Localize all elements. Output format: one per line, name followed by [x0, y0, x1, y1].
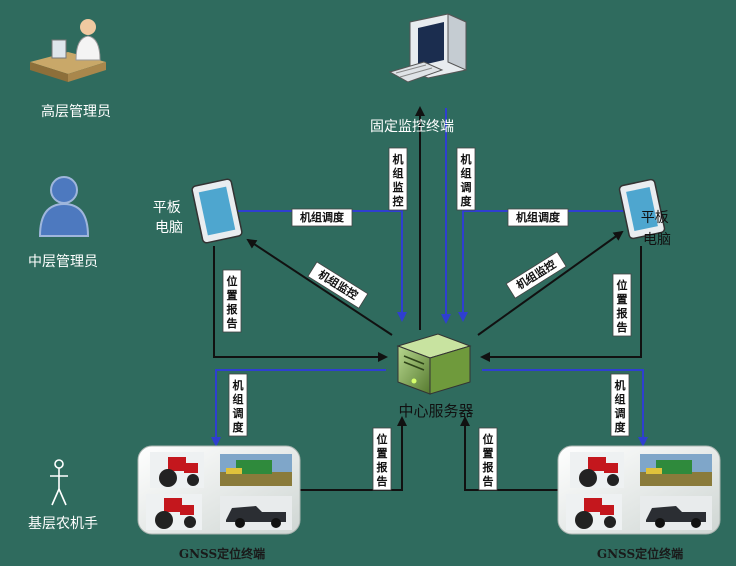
- arrow-right-tablet-report: [480, 246, 642, 362]
- edge-tag-unit-monitor: 机组监控: [505, 251, 567, 299]
- arrow-left-tablet-report: [213, 246, 388, 362]
- right-tablet-icon: [618, 178, 666, 240]
- left-tablet-label-line2: 电脑: [155, 220, 183, 236]
- tractor-icon: [566, 494, 622, 530]
- middle-admin-label: 中层管理员: [28, 254, 98, 270]
- tractor-icon: [570, 452, 624, 488]
- right-gnss-box: [557, 445, 721, 535]
- edge-tag-unit-dispatch: 机组调度: [228, 373, 248, 437]
- edge-tag-unit-dispatch: 机组调度: [456, 147, 476, 211]
- edge-tag-text: 机组调度: [233, 378, 245, 434]
- senior-admin-icon: [30, 19, 106, 82]
- arrow-server-dispatch-right-gnss: [482, 369, 648, 447]
- arrow-right-tablet-dispatch: [458, 210, 625, 322]
- right-gnss-label: GNSS定位终端: [597, 546, 683, 561]
- base-operator-label: 基层农机手: [28, 515, 98, 532]
- left-gnss-box: [137, 445, 301, 535]
- left-gnss-label: GNSS定位终端: [179, 546, 265, 561]
- arrow-right-gnss-report: [460, 416, 558, 491]
- edge-tag-text: 位置报告: [617, 278, 629, 334]
- right-tablet-label-line1: 平板: [641, 210, 669, 226]
- left-tablet-icon: [191, 178, 243, 244]
- right-tablet-label-line2: 电脑: [643, 232, 671, 248]
- edge-tag-unit-dispatch: 机组调度: [610, 373, 630, 437]
- edge-tag-text: 位置报告: [483, 432, 495, 488]
- edge-tag-text: 位置报告: [377, 432, 389, 488]
- harvester-icon: [640, 454, 712, 486]
- edge-label-tags: 机组监控机组监控机组监控机组调度机组调度机组调度机组调度机组调度位置报告位置报告…: [222, 147, 632, 491]
- left-tablet-label-line1: 平板: [153, 200, 181, 216]
- right-tablet-label: 平板 电脑: [641, 210, 673, 248]
- fixed-terminal-label: 固定监控终端: [370, 119, 454, 135]
- edge-tag-text: 机组调度: [516, 210, 561, 224]
- arrow-server-dispatch-left-gnss: [211, 369, 386, 447]
- edge-tag-position-report: 位置报告: [222, 269, 242, 333]
- arrow-server-monitor-left-tablet: [246, 238, 393, 336]
- edge-tag-text: 机组监控: [393, 152, 404, 208]
- desktop-computer-icon: [388, 13, 467, 83]
- harvester-icon: [220, 454, 292, 486]
- pickup-truck-icon: [640, 496, 712, 530]
- edge-tag-text: 位置报告: [227, 274, 239, 330]
- senior-admin-label: 高层管理员: [41, 103, 111, 120]
- base-operator-icon: [50, 459, 68, 506]
- edge-tag-position-report: 位置报告: [372, 427, 392, 491]
- edge-tag-position-report: 位置报告: [612, 273, 632, 337]
- server-label: 中心服务器: [398, 402, 473, 420]
- tractor-icon: [150, 452, 204, 488]
- pickup-truck-icon: [220, 496, 292, 530]
- arrow-left-gnss-report: [298, 416, 407, 491]
- left-tablet-label: 平板 电脑: [153, 200, 185, 236]
- tractor-icon: [146, 494, 202, 530]
- edge-tag-text: 机组调度: [615, 378, 627, 434]
- arrow-server-monitor-right-tablet: [477, 230, 624, 336]
- edge-tag-text: 机组调度: [461, 152, 473, 208]
- edge-tag-text: 机组调度: [300, 210, 345, 224]
- edge-tag-unit-dispatch: 机组调度: [291, 208, 353, 227]
- middle-admin-icon: [38, 176, 90, 237]
- edge-tag-position-report: 位置报告: [478, 427, 498, 491]
- edge-tag-unit-dispatch: 机组调度: [507, 208, 569, 227]
- server-icon: [396, 333, 472, 395]
- edge-tag-unit-monitor: 机组监控: [388, 147, 408, 211]
